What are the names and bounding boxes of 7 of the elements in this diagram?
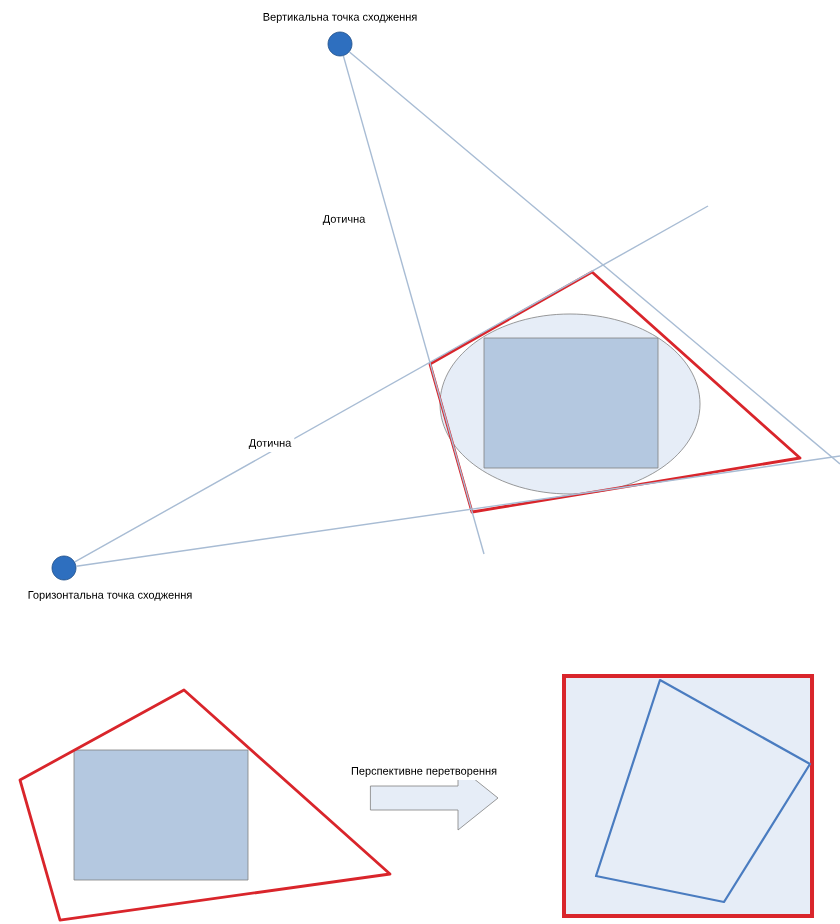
tangent-line [74, 205, 709, 563]
tangent-line [342, 55, 485, 555]
vanishing-point-dot [327, 31, 353, 57]
tangent-line [348, 51, 840, 465]
square-drawing [562, 674, 814, 918]
vanishing-point-dot [51, 555, 77, 581]
tangent-line [75, 455, 840, 567]
